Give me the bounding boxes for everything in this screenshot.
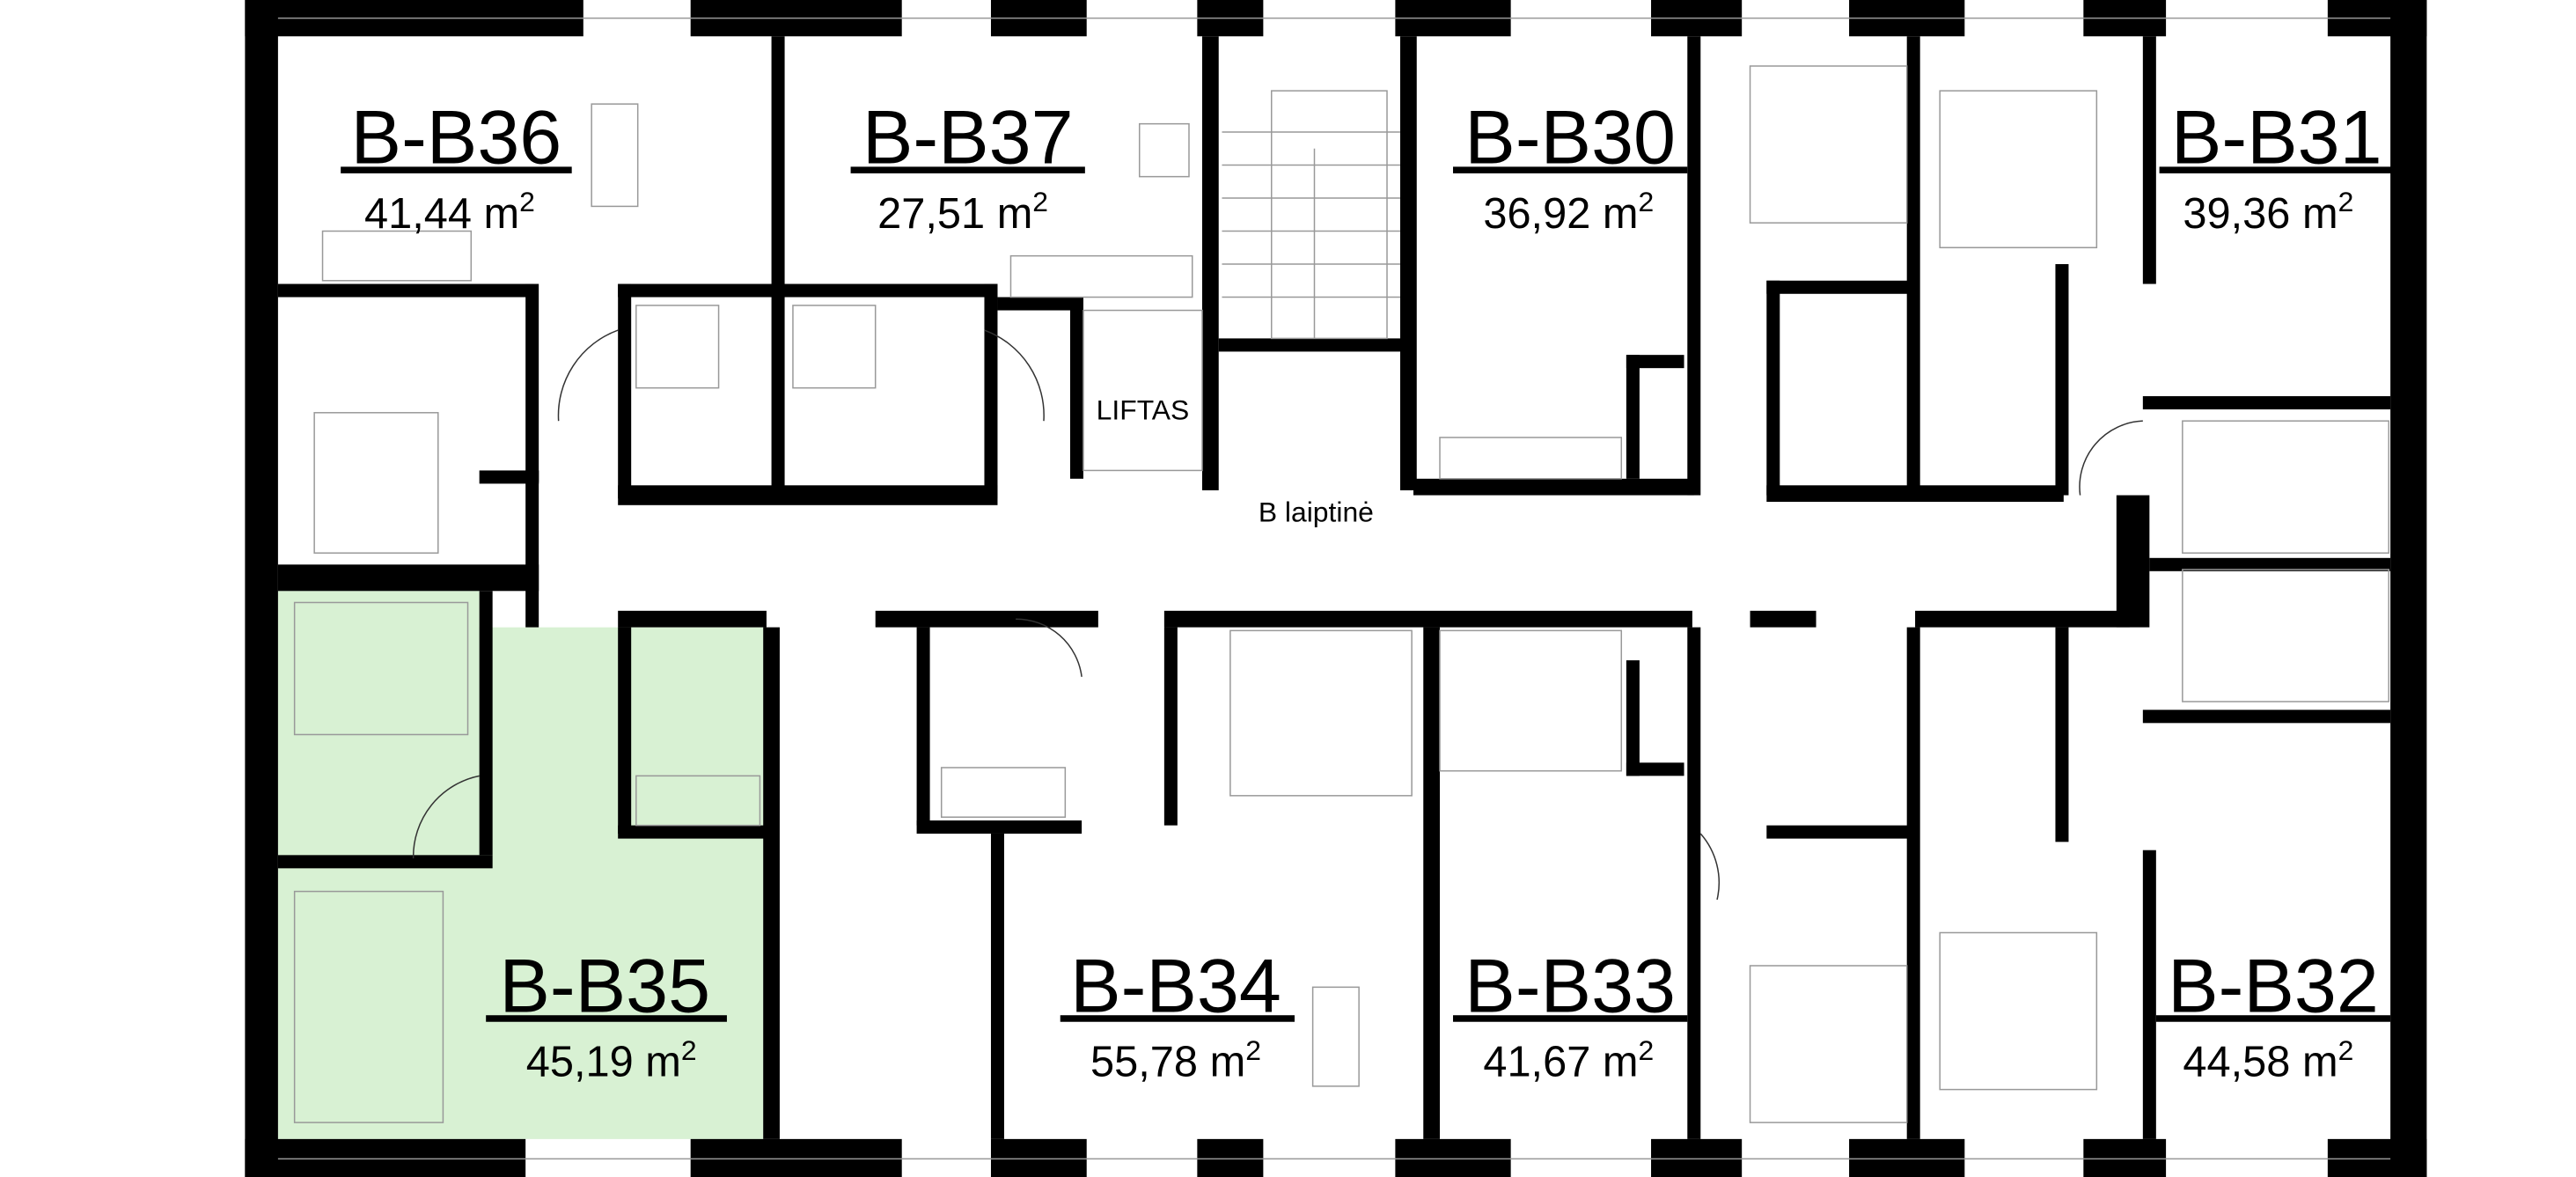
unit-label-b-b31[interactable]: B-B31 39,36 m2 [2159,96,2394,238]
svg-text:36,92 m2: 36,92 m2 [1483,186,1654,238]
unit-id: B-B37 [862,96,1074,180]
stairwell-label: B laiptinė [1259,497,1374,528]
exterior-walls [245,0,2427,1177]
elevator-label: LIFTAS [1097,394,1190,425]
unit-id: B-B33 [1464,944,1676,1028]
unit-id: B-B35 [499,944,710,1028]
unit-area: 44,58 [2183,1039,2290,1086]
unit-area: 55,78 [1090,1039,1198,1086]
unit-label-b-b30[interactable]: B-B30 36,92 m2 [1453,96,1688,238]
furniture [293,65,2389,1123]
unit-id: B-B36 [351,96,562,180]
unit-id: B-B31 [2171,96,2382,180]
unit-area: 39,36 [2183,190,2290,238]
svg-text:45,19 m2: 45,19 m2 [526,1034,697,1086]
svg-text:41,44 m2: 41,44 m2 [364,186,535,238]
svg-text:39,36 m2: 39,36 m2 [2183,186,2353,238]
svg-text:44,58 m2: 44,58 m2 [2183,1034,2353,1086]
interior-walls [277,36,2391,1139]
unit-label-b-b33[interactable]: B-B33 41,67 m2 [1453,944,1688,1086]
unit-area: 41,67 [1483,1039,1590,1086]
unit-area: 36,92 [1483,190,1590,238]
svg-text:55,78 m2: 55,78 m2 [1090,1034,1261,1086]
unit-area: 45,19 [526,1039,634,1086]
unit-label-b-b34[interactable]: B-B34 55,78 m2 [1060,944,1295,1086]
unit-id: B-B34 [1070,944,1281,1028]
svg-text:41,67 m2: 41,67 m2 [1483,1034,1654,1086]
unit-label-b-b37[interactable]: B-B37 27,51 m2 [850,96,1085,238]
unit-id: B-B30 [1464,96,1676,180]
unit-id: B-B32 [2168,944,2379,1028]
staircase [1222,90,1401,340]
unit-area: 27,51 [877,190,985,238]
elevator: LIFTAS [1083,309,1203,472]
unit-area: 41,44 [364,190,472,238]
unit-label-b-b36[interactable]: B-B36 41,44 m2 [341,96,572,238]
unit-b-b35-highlight[interactable] [277,591,764,1139]
unit-label-b-b35[interactable]: B-B35 45,19 m2 [486,944,727,1086]
svg-text:27,51 m2: 27,51 m2 [877,186,1048,238]
unit-label-b-b32[interactable]: B-B32 44,58 m2 [2155,944,2391,1086]
